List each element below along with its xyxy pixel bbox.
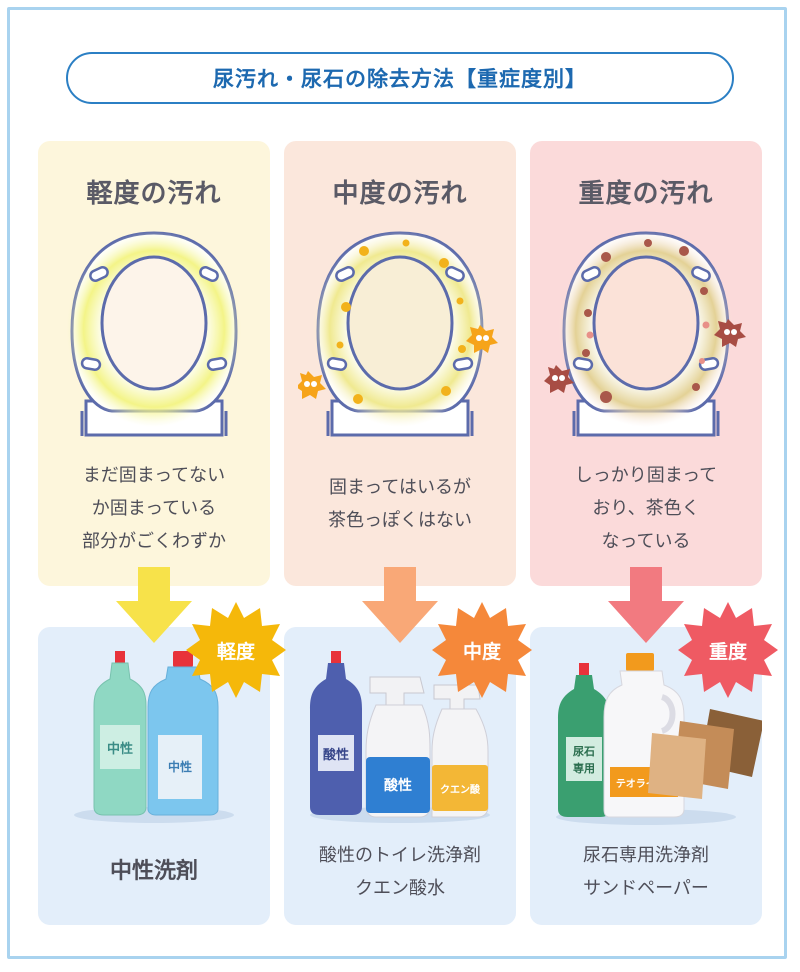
description-severe: しっかり固まって おり、茶色く なっている (574, 465, 718, 552)
acid-detergent-bottles-icon: 酸性 酸性 クエン酸 (310, 651, 490, 823)
starburst-icon (678, 602, 778, 698)
badge-severe: 重度 (678, 600, 778, 700)
neutral-detergent-bottles-icon: 中性 中性 (74, 651, 234, 823)
bottle-label-mild-1: 中性 (107, 741, 133, 757)
arrow-down-icon (362, 567, 438, 643)
description-mild: まだ固まってない か固まっている 部分がごくわずか (82, 465, 226, 552)
starburst-icon (186, 602, 286, 698)
card-title-severe: 重度の汚れ (578, 179, 714, 209)
card-title-mild: 軽度の汚れ (86, 179, 222, 209)
badge-label-moderate: 中度 (462, 640, 501, 663)
bottle-label-moderate-1: 酸性 (323, 747, 349, 763)
germ-icon (298, 371, 326, 399)
card-title-moderate: 中度の汚れ (332, 179, 468, 209)
bottle-label-severe-2: 専用 (573, 761, 595, 775)
solution-card-moderate: 酸性 酸性 クエン酸 酸性のトイレ洗浄剤 クエン酸水 (284, 627, 516, 925)
badge-label-mild: 軽度 (216, 640, 255, 663)
bottle-label-mild-2: 中性 (168, 759, 192, 774)
germ-icon (714, 319, 746, 347)
description-moderate: 固まってはいるが 茶色っぽくはない (328, 477, 472, 531)
toilet-seat-severe (544, 231, 746, 437)
germ-icon (466, 325, 498, 353)
toilet-seat-mild (66, 231, 242, 437)
badge-label-severe: 重度 (708, 640, 747, 663)
solution-label-moderate: 酸性のトイレ洗浄剤 クエン酸水 (319, 845, 481, 899)
solution-label-severe: 尿石専用洗浄剤 サンドペーパー (583, 845, 709, 899)
card-moderate: 中度の汚れ 固まってはい (284, 141, 516, 586)
bottle-label-moderate-2: 酸性 (384, 777, 412, 794)
card-mild: 軽度の汚れ まだ固まってない か固まっている 部分がごくわずか (38, 141, 270, 586)
arrow-down-icon (116, 567, 192, 643)
solution-label-mild: 中性洗剤 (109, 859, 198, 884)
solution-card-severe: 尿石 専用 テオライトL 尿石専用洗浄剤 サンドペーパー (530, 627, 762, 925)
bottle-label-moderate-3: クエン酸 (440, 783, 481, 796)
badge-moderate: 中度 (432, 600, 532, 700)
badge-mild: 軽度 (186, 600, 286, 700)
toilet-seat-moderate (298, 231, 498, 437)
card-severe: 重度の汚れ (530, 141, 762, 586)
page-title: 尿汚れ・尿石の除去方法【重症度別】 (66, 52, 734, 104)
urine-stone-cleaner-and-sandpaper-icon: 尿石 専用 テオライトL (556, 653, 762, 825)
bottle-label-severe-1: 尿石 (573, 745, 595, 758)
arrow-down-icon (608, 567, 684, 643)
starburst-icon (432, 602, 532, 698)
solution-card-mild: 中性 中性 中性洗剤 (38, 627, 270, 925)
germ-icon (544, 365, 574, 393)
